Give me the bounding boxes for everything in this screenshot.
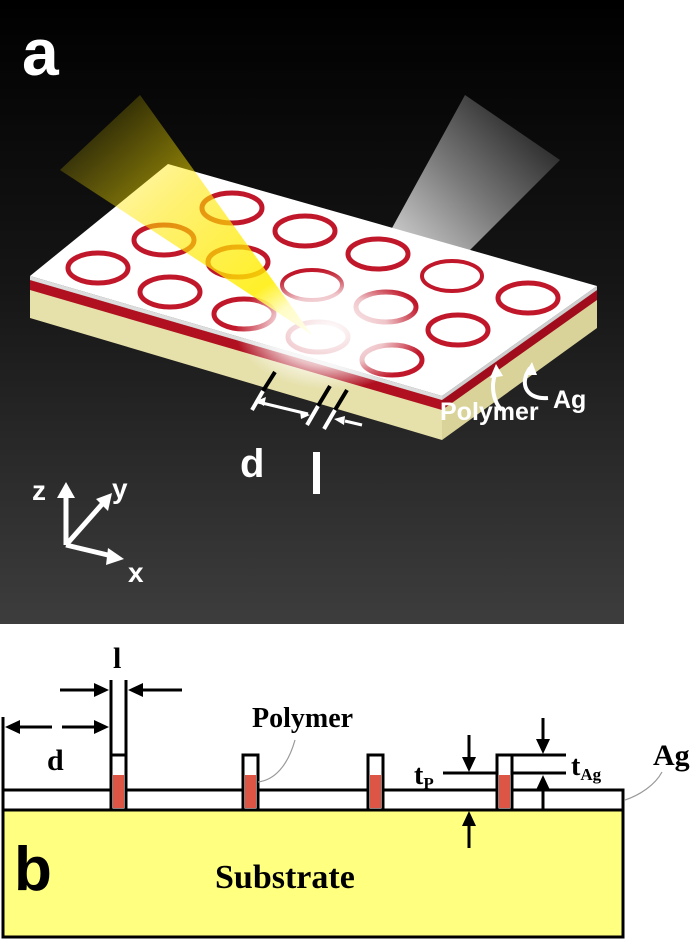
tag-arrow-up <box>536 775 550 790</box>
panel-a-label: a <box>22 15 60 89</box>
panel-b-canvas: Substrate b l <box>0 630 700 940</box>
incident-light-beam <box>60 95 312 335</box>
y-axis-label: y <box>112 473 128 504</box>
nanohole <box>345 236 411 272</box>
polymer-label: Polymer <box>440 398 539 426</box>
coordinate-axes <box>57 482 124 565</box>
x-axis-label: x <box>128 557 144 588</box>
polymer-pillar <box>241 753 260 812</box>
l-label: l <box>113 642 121 675</box>
ag-label: Ag <box>553 386 586 414</box>
substrate-label: Substrate <box>215 859 355 896</box>
nanohole <box>420 259 484 293</box>
tp-label: tP <box>414 760 434 793</box>
panel-b-label: b <box>14 835 52 904</box>
substrate-block <box>1 808 625 939</box>
ag-pointer-arrowhead <box>524 362 537 375</box>
polymer-layer-right <box>442 290 597 410</box>
panel-a-canvas: d Polymer Ag z y x a <box>0 0 624 624</box>
z-axis-label: z <box>32 475 46 506</box>
ag-film-layer <box>1 788 625 812</box>
l-arrow-left <box>128 683 143 697</box>
light-spot-glow <box>235 270 425 390</box>
x-axis-arrow <box>65 542 113 559</box>
tp-arrow-up <box>462 811 476 826</box>
ag-label: Ag <box>653 739 690 772</box>
d-arrow-right <box>94 720 109 734</box>
ag-layer-right-edge <box>442 286 597 400</box>
nanohole <box>425 312 491 348</box>
tag-arrow-down <box>536 739 550 754</box>
polymer-pillar <box>109 753 128 812</box>
polymer-label: Polymer <box>252 703 353 734</box>
tp-arrow-down <box>462 757 476 772</box>
nanohole <box>137 274 203 310</box>
x-axis-arrowhead <box>106 548 124 565</box>
polymer-pillar <box>495 753 514 812</box>
d-label: d <box>47 744 64 777</box>
period-label-d: d <box>240 442 264 486</box>
tag-label: tAg <box>571 751 602 784</box>
ag-leader-line <box>624 771 663 801</box>
d-arrow-left <box>5 720 20 734</box>
nanohole <box>272 213 338 249</box>
polymer-leader-line <box>257 739 296 783</box>
polymer-pillar <box>366 753 385 812</box>
nanohole-row-1 <box>199 190 561 316</box>
linewidth-label-l <box>313 452 320 494</box>
panel-a-3d-schematic: d Polymer Ag z y x a <box>0 0 624 624</box>
nanohole <box>495 280 561 316</box>
dimension-markers <box>250 370 363 431</box>
z-axis-arrowhead <box>57 482 75 498</box>
l-arrow-right <box>94 683 109 697</box>
y-axis-arrowhead <box>96 493 112 511</box>
y-axis-arrow <box>64 500 106 547</box>
panel-b-cross-section: Substrate b l <box>0 630 700 940</box>
nanohole <box>65 250 131 286</box>
polymer-pointer-arrowhead <box>490 364 503 378</box>
